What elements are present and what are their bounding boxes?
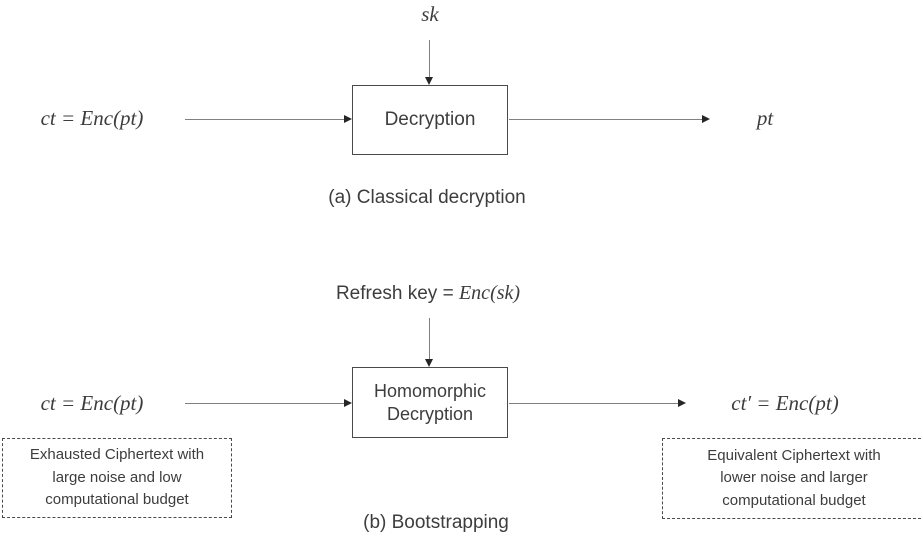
arrow-homomorphic-decryption-to-output [509, 399, 686, 408]
homomorphic-decryption-box: Homomorphic Decryption [352, 367, 508, 438]
caption-classical-decryption: (a) Classical decryption [328, 187, 526, 208]
arrow-head-right-icon [344, 399, 352, 407]
caption-bootstrapping: (b) Bootstrapping [363, 512, 509, 533]
refresh-key-prefix: Refresh key = [335, 283, 459, 304]
input-ciphertext-label-a: ct = Enc(pt) [40, 106, 144, 130]
arrow-shaft [185, 403, 346, 404]
note-line: computational budget [45, 491, 189, 509]
equivalent-ciphertext-note: Equivalent Ciphertext with lower noise a… [662, 438, 923, 519]
arrow-head-down-icon [425, 77, 433, 85]
secret-key-label: sk [421, 2, 439, 26]
note-line: large noise and low [52, 468, 182, 486]
arrow-input-to-decryption [185, 115, 352, 124]
refresh-key-arrow [425, 318, 434, 367]
note-line: Exhausted Ciphertext with [29, 446, 205, 464]
arrow-input-to-homomorphic-decryption [185, 399, 352, 408]
refresh-key-label: Refresh key = Enc(sk) [258, 282, 598, 305]
arrow-shaft [185, 119, 346, 120]
arrow-head-down-icon [425, 359, 433, 367]
decryption-box-label: Decryption [384, 109, 476, 131]
exhausted-ciphertext-note: Exhausted Ciphertext with large noise an… [2, 438, 232, 518]
note-line: Equivalent Ciphertext with [707, 446, 881, 464]
input-ciphertext-label-b: ct = Enc(pt) [40, 391, 144, 415]
arrow-shaft [429, 318, 430, 361]
refreshed-ciphertext-output-label: ct′ = Enc(pt) [731, 391, 839, 415]
plaintext-output-label: pt [756, 106, 774, 130]
arrow-shaft [509, 119, 704, 120]
arrow-shaft [429, 40, 430, 79]
arrow-head-right-icon [702, 115, 710, 123]
note-line: lower noise and larger [720, 469, 868, 487]
refresh-key-math: Enc(sk) [458, 282, 521, 304]
arrow-head-right-icon [678, 399, 686, 407]
note-line: computational budget [722, 491, 866, 509]
homomorphic-decryption-label-line1: Homomorphic [373, 381, 487, 401]
homomorphic-decryption-label-line2: Decryption [386, 403, 474, 424]
sk-arrow [425, 40, 434, 85]
arrow-decryption-to-output [509, 115, 710, 124]
arrow-head-right-icon [344, 115, 352, 123]
decryption-box: Decryption [352, 85, 508, 155]
arrow-shaft [509, 403, 680, 404]
